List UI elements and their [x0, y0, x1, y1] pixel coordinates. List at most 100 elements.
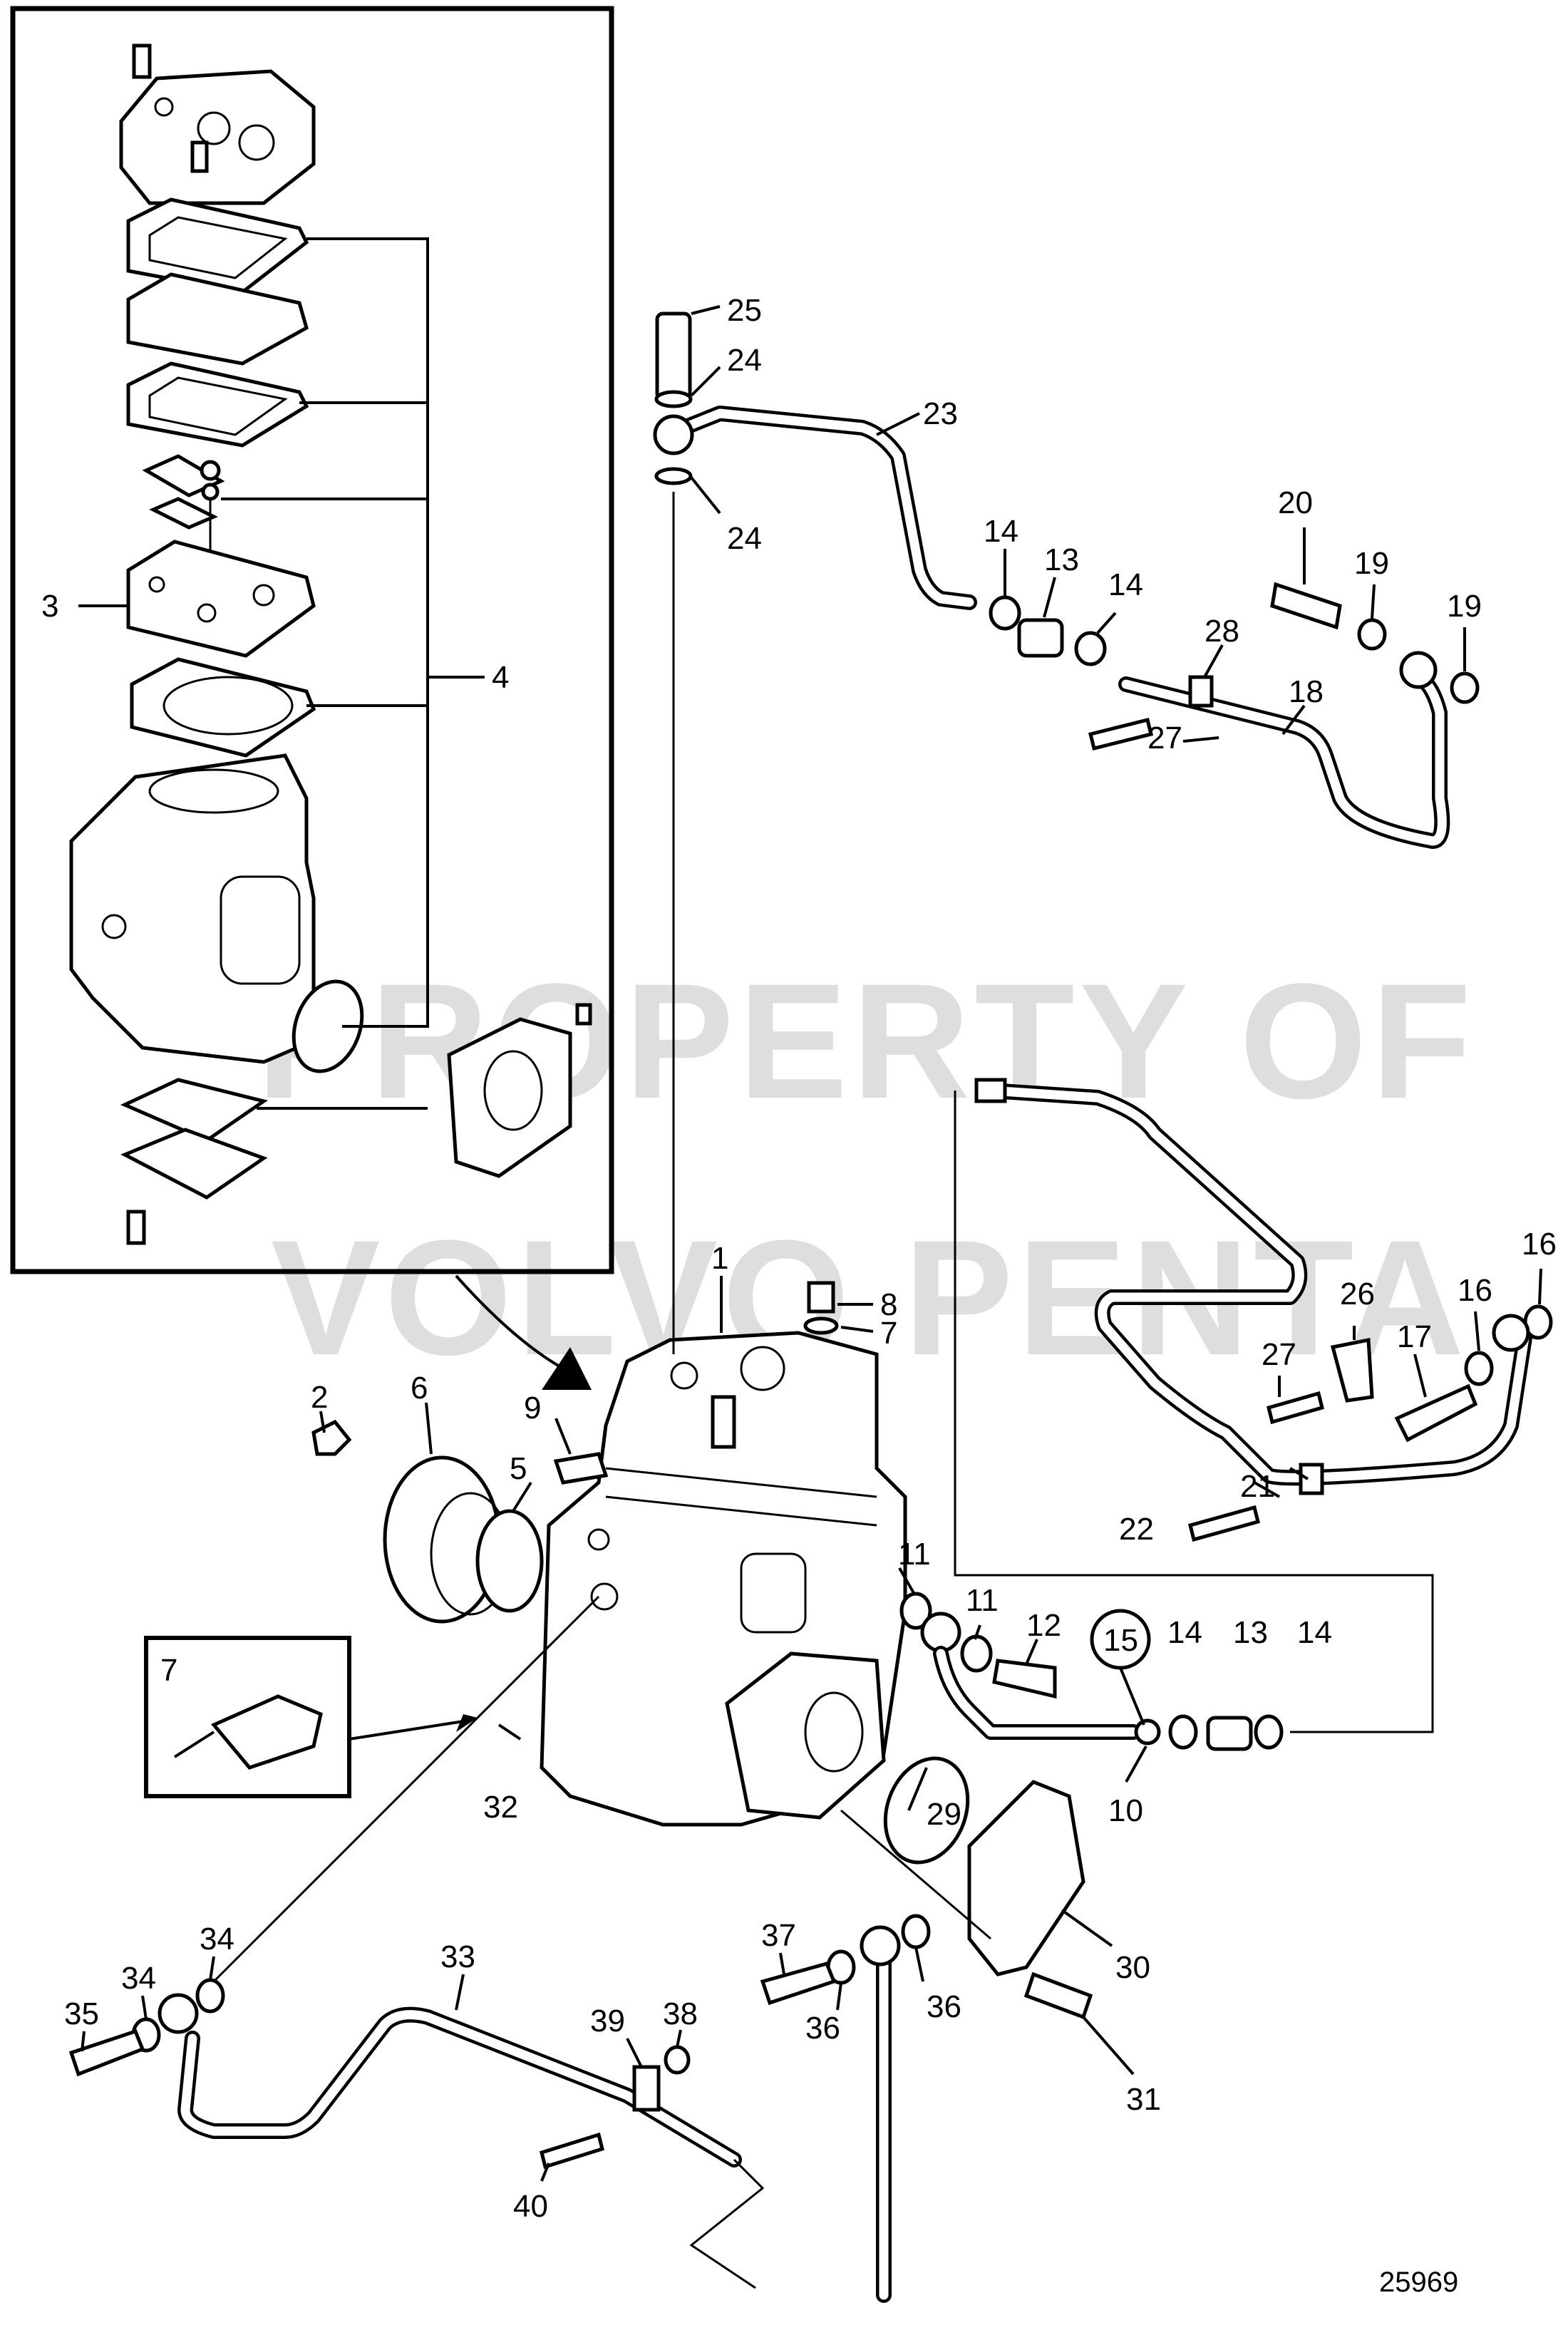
watermark-line-1: PROPERTY OF [257, 949, 1475, 1133]
clip-26 [1330, 1337, 1374, 1403]
leader-12 [1025, 1639, 1038, 1665]
screw-40 [540, 2132, 604, 2170]
side-flange-bore [804, 1691, 864, 1773]
callout-25: 25 [727, 293, 762, 328]
banjo-fitting [653, 414, 694, 455]
washer-36-a [901, 1914, 931, 1949]
banjo-36 [860, 1925, 901, 1966]
inset-arrow-head [542, 1347, 592, 1390]
callout-labels: 3 4 1 2 6 5 9 8 7 11 11 12 15 10 14 13 1… [41, 293, 1557, 2298]
leader-28 [1203, 644, 1224, 678]
callout-13-a: 13 [1044, 542, 1079, 577]
inset-frame [10, 6, 614, 1274]
leader-7 [840, 1326, 874, 1333]
gasket-middle [126, 361, 309, 448]
gasket-upper-inner [148, 216, 288, 279]
cover-plate [120, 1128, 268, 1200]
callout-14-a: 14 [984, 514, 1018, 549]
banjo-bolt-17 [1394, 1383, 1478, 1443]
fitting-10 [1134, 1718, 1161, 1746]
clamp-21 [1299, 1463, 1324, 1495]
callout-16-b: 16 [1458, 1273, 1492, 1308]
head-port [154, 97, 174, 117]
leader-19-a [1371, 584, 1376, 619]
callout-19-b: 19 [1447, 589, 1482, 624]
leader-9 [555, 1418, 572, 1455]
intermediate-plate [126, 272, 309, 366]
nut-38 [664, 2045, 691, 2075]
mounting-flange [447, 1017, 572, 1178]
nut-2 [311, 1419, 352, 1456]
sensor-9 [553, 1452, 609, 1485]
callout-26: 26 [1340, 1277, 1375, 1311]
callout-20: 20 [1278, 485, 1313, 520]
oil-pipe-group [68, 1595, 1093, 2303]
gasket-lower [130, 657, 316, 758]
banjo-18 [1399, 651, 1438, 689]
gasket-middle-inner [148, 376, 288, 436]
washer-24-lower [654, 467, 693, 485]
leader-11-a [898, 1567, 915, 1594]
sealant-tube-icon [210, 1694, 323, 1770]
callout-11-a: 11 [898, 1537, 931, 1572]
o-ring-29 [883, 1756, 970, 1865]
banjo-bolt-25 [655, 311, 692, 401]
leader-14-b [1096, 612, 1117, 634]
head-valve [190, 140, 209, 173]
clamp-14-d [1254, 1714, 1284, 1750]
leader-32 [497, 1723, 522, 1741]
head-port [238, 124, 275, 161]
washer-11-b [960, 1634, 993, 1673]
block-hole [101, 914, 127, 939]
banjo-bolt-20 [1270, 582, 1342, 630]
cover-plate-30 [967, 1780, 1085, 1976]
washer-19-b [1450, 671, 1480, 704]
callout-14-d: 14 [1297, 1615, 1332, 1650]
leader-34-a [209, 1956, 215, 1981]
pipe-route-line [954, 1091, 1434, 1733]
reed-plate [149, 497, 218, 530]
leader-5 [512, 1481, 532, 1512]
cylinder-block [69, 753, 316, 1064]
pipe-33-leader [212, 1595, 600, 1983]
compressor-assembly [540, 1281, 1085, 1976]
leader-35 [81, 2031, 86, 2052]
compressor-port [670, 1361, 698, 1390]
banjo-16 [1492, 1314, 1530, 1352]
compressor-window [740, 1552, 807, 1634]
sealant-leader [349, 1720, 464, 1741]
leader-38 [676, 2029, 682, 2048]
callout-29: 29 [927, 1797, 961, 1832]
callout-38: 38 [663, 1996, 698, 2031]
screw-31 [1023, 1971, 1093, 2020]
washer-16-b [1464, 1351, 1494, 1386]
callout-12: 12 [1026, 1608, 1061, 1643]
leader-37 [779, 1952, 785, 1975]
callout-14-b: 14 [1108, 567, 1143, 602]
callout-5: 5 [510, 1451, 527, 1486]
callout-19-a: 19 [1354, 546, 1389, 581]
cover-gasket [120, 1078, 268, 1143]
compressor-head-seam [605, 1495, 877, 1527]
banjo-bolt-35 [68, 2028, 145, 2077]
leader-25 [691, 305, 721, 315]
leader-27-a [1182, 736, 1219, 743]
callout-21: 21 [1240, 1469, 1275, 1504]
seal-5 [475, 1509, 544, 1613]
gasket-lower-bore [163, 676, 294, 736]
leader-29 [907, 1767, 928, 1811]
head-port [197, 111, 231, 145]
leader-36-b [836, 1982, 842, 2011]
leader-6 [425, 1402, 433, 1455]
compressor-valve [711, 1395, 736, 1449]
callout-11-b: 11 [966, 1583, 999, 1618]
callout-31: 31 [1126, 2082, 1161, 2117]
washer-34-a [195, 1978, 225, 2014]
washer-19-a [1357, 618, 1387, 651]
pipe-33-route [689, 2158, 765, 2289]
leader-10 [1125, 1746, 1147, 1783]
sealant-nozzle [173, 1731, 215, 1758]
screw-27-a [1088, 717, 1154, 751]
callout-14-c: 14 [1167, 1615, 1202, 1650]
